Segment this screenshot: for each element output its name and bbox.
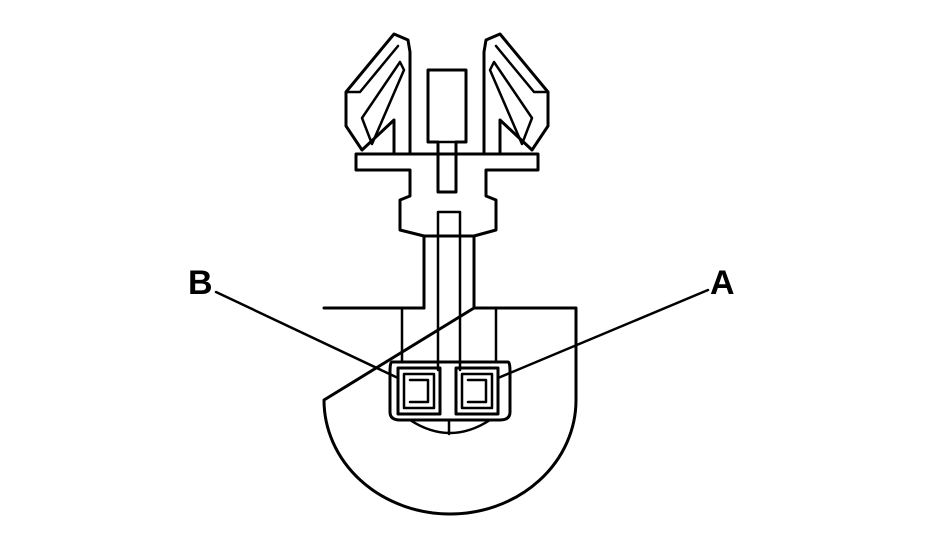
terminal-a-detail [460, 372, 494, 410]
connector-housing-upper [354, 152, 540, 238]
right-latch-inner [488, 60, 534, 146]
terminal-cavity-lower [408, 418, 492, 436]
left-latch-inner [360, 60, 406, 146]
connector-stem [422, 234, 476, 310]
terminal-recess [400, 306, 498, 364]
left-latch-ramp [344, 44, 400, 94]
right-latch-finger [482, 32, 550, 156]
terminal-b-detail [402, 372, 436, 410]
left-latch-finger [344, 32, 412, 156]
connector-base [322, 306, 578, 516]
terminal-cavity-frame [388, 360, 512, 422]
callout-label-a: A [710, 264, 735, 302]
terminal-a [454, 366, 500, 416]
right-latch-ramp [494, 44, 550, 94]
center-post [426, 68, 468, 194]
callout-label-b: B [188, 264, 213, 302]
leader-line-a [496, 288, 710, 380]
terminal-b [396, 366, 442, 416]
leader-line-b [214, 290, 400, 380]
